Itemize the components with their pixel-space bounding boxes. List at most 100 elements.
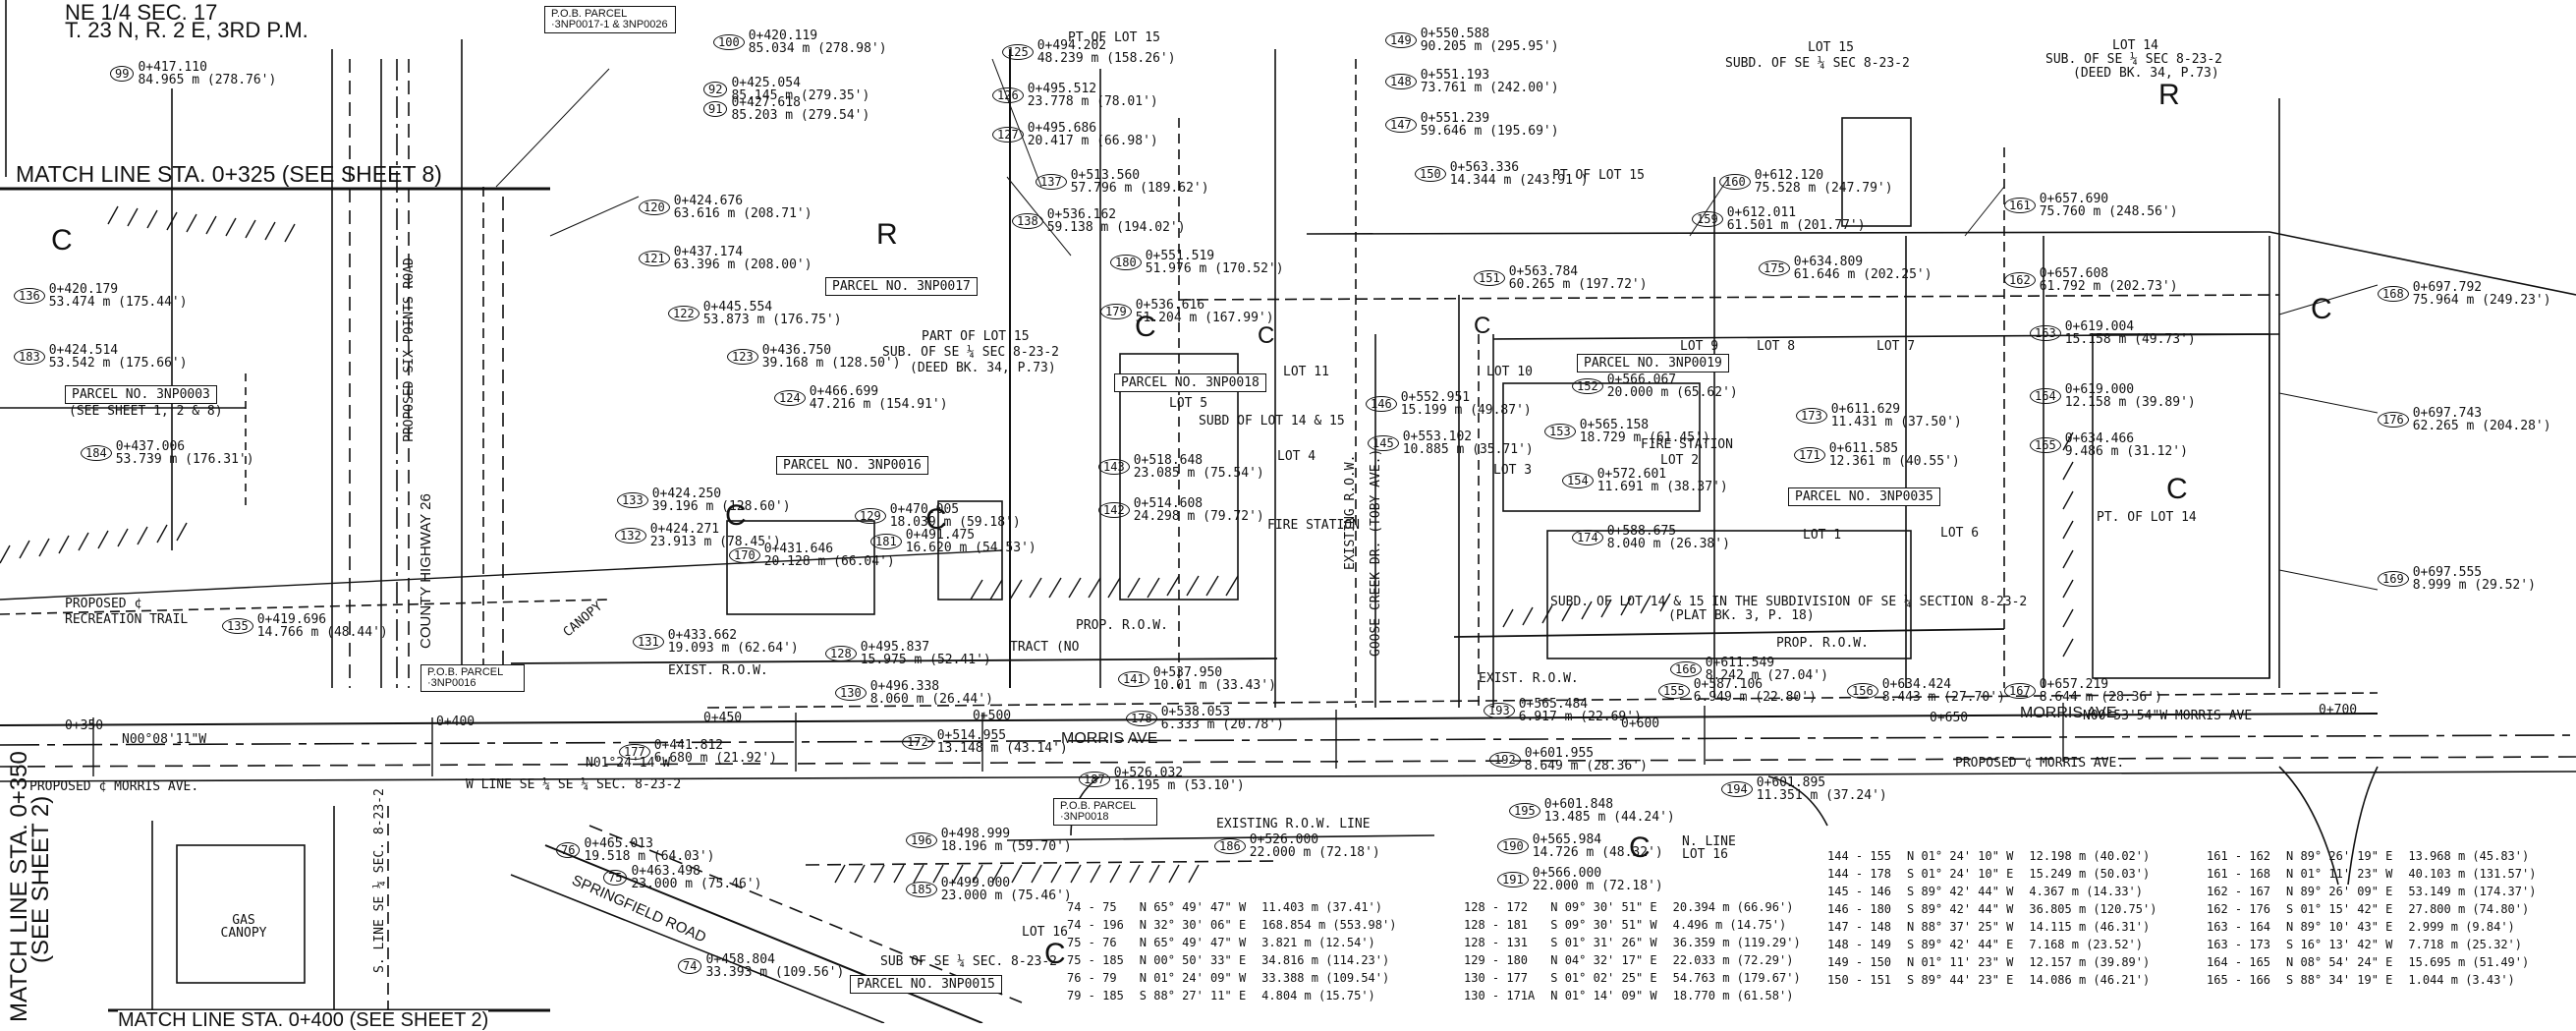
proposed-trail-label-2: RECREATION TRAIL <box>65 612 189 627</box>
point-number-badge: 123 <box>727 348 758 365</box>
distance-cell: 20.394 m (66.96') <box>1672 900 1794 914</box>
point-number-badge: 99 <box>110 65 135 82</box>
station-value: 0+425.054 <box>731 76 801 90</box>
station-value: 0+424.514 <box>48 343 119 358</box>
point-number-badge: 178 <box>1126 710 1157 726</box>
zone-letter: C <box>1258 322 1275 349</box>
offset-value: 63.396 m (208.00') <box>673 258 812 272</box>
distance-cell: 3.821 m (12.54') <box>1261 936 1375 949</box>
distance-cell: 18.770 m (61.58') <box>1672 989 1794 1002</box>
station-value: 0+565.158 <box>1579 418 1650 432</box>
distance-cell: 2.999 m (9.84') <box>2408 920 2515 934</box>
gas-canopy-label: GAS CANOPY <box>220 913 267 941</box>
distance-cell: 4.804 m (15.75') <box>1261 989 1375 1002</box>
segment-cell: 144 - 155 <box>1827 849 1892 863</box>
offset-value: 33.393 m (109.56') <box>705 965 845 980</box>
lot-label: LOT 15 <box>1808 40 1854 55</box>
point-number-badge: 170 <box>729 546 760 563</box>
point-number-badge: 196 <box>906 831 937 848</box>
offset-value: 8.644 m (28.36') <box>2039 690 2162 705</box>
segment-cell: 164 - 165 <box>2207 955 2271 969</box>
segment-cell: 162 - 167 <box>2207 885 2271 898</box>
sub-se-label: SUB OF SE ¼ SEC. 8-23-2 <box>880 954 1058 969</box>
lot-label: SUB. OF SE ¼ SEC 8-23-2 <box>2045 52 2223 67</box>
point-number-badge: 190 <box>1497 837 1529 854</box>
point-number-badge: 130 <box>835 684 867 701</box>
parcel-label-3np0019: PARCEL NO. 3NP0019 <box>1577 354 1729 372</box>
station-value: 0+612.011 <box>1726 205 1797 220</box>
prop-row-label: PROP. R.O.W. <box>1076 618 1168 633</box>
point-number-badge: 191 <box>1497 871 1529 888</box>
point-number-badge: 167 <box>2004 682 2036 699</box>
point-number-badge: 155 <box>1658 682 1690 699</box>
station-value: 0+538.053 <box>1160 705 1231 719</box>
offset-value: 75.964 m (249.23') <box>2412 293 2551 308</box>
offset-value: 15.199 m (49.87') <box>1400 403 1532 418</box>
bearing-cell: S 89° 42' 44" E <box>1907 938 2014 951</box>
offset-value: 85.203 m (279.54') <box>731 108 870 123</box>
point-number-badge: 152 <box>1572 377 1603 394</box>
bearing-cell: N 89° 26' 19" E <box>2286 849 2393 863</box>
prop-row-label: PROP. R.O.W. <box>1776 636 1869 651</box>
station-value: 0+565.984 <box>1532 832 1602 847</box>
point-number-badge: 153 <box>1544 423 1576 439</box>
distance-cell: 15.249 m (50.03') <box>2029 867 2151 881</box>
pob-parcel-3np0017: P.O.B. PARCEL ·3NP0017-1 & 3NP0026 <box>544 6 676 33</box>
offset-value: 47.216 m (154.91') <box>809 397 948 412</box>
offset-value: 12.158 m (39.89') <box>2064 395 2196 410</box>
morris-ave-centerline <box>0 734 2576 746</box>
station-value: 0+536.162 <box>1046 207 1117 222</box>
offset-value: 53.542 m (175.66') <box>48 356 188 371</box>
point-number-badge: 174 <box>1572 529 1603 545</box>
zone-letter: R <box>2158 79 2180 111</box>
station-value: 0+612.120 <box>1754 168 1824 183</box>
point-number-badge: 193 <box>1484 702 1515 718</box>
distance-cell: 13.968 m (45.83') <box>2408 849 2530 863</box>
zone-letter: C <box>1135 311 1156 343</box>
offset-value: 11.691 m (38.37') <box>1596 480 1728 494</box>
bearing-cell: N 65° 49' 47" W <box>1139 936 1247 949</box>
segment-cell: 79 - 185 <box>1067 989 1124 1002</box>
lot-label: SUBD. OF SE ¼ SEC 8-23-2 <box>1725 56 1910 71</box>
offset-value: 51.204 m (167.99') <box>1135 311 1274 325</box>
offset-value: 84.965 m (278.76') <box>138 73 277 87</box>
station-label: 0+500 <box>973 709 1012 723</box>
station-value: 0+611.585 <box>1828 441 1899 456</box>
plat-note: (PLAT BK. 3, P. 18) <box>1668 608 1815 623</box>
point-number-badge: 151 <box>1474 269 1505 286</box>
station-value: 0+427.618 <box>731 95 801 110</box>
point-number-badge: 136 <box>14 287 45 304</box>
lot-label: LOT 4 <box>1277 449 1316 464</box>
station-value: 0+417.110 <box>138 60 207 75</box>
offset-value: 9.486 m (31.12') <box>2064 444 2188 459</box>
bearing-cell: N 01° 24' 09" W <box>1139 971 1247 985</box>
point-number-badge: 100 <box>713 33 745 50</box>
lot-label: LOT 3 <box>1493 463 1533 478</box>
match-line-top-label: MATCH LINE STA. 0+325 (SEE SHEET 8) <box>16 161 442 187</box>
bearing-cell: S 01° 24' 10" E <box>1907 867 2014 881</box>
township-label: T. 23 N, R. 2 E, 3RD P.M. <box>65 18 308 42</box>
station-value: 0+458.804 <box>705 952 775 967</box>
